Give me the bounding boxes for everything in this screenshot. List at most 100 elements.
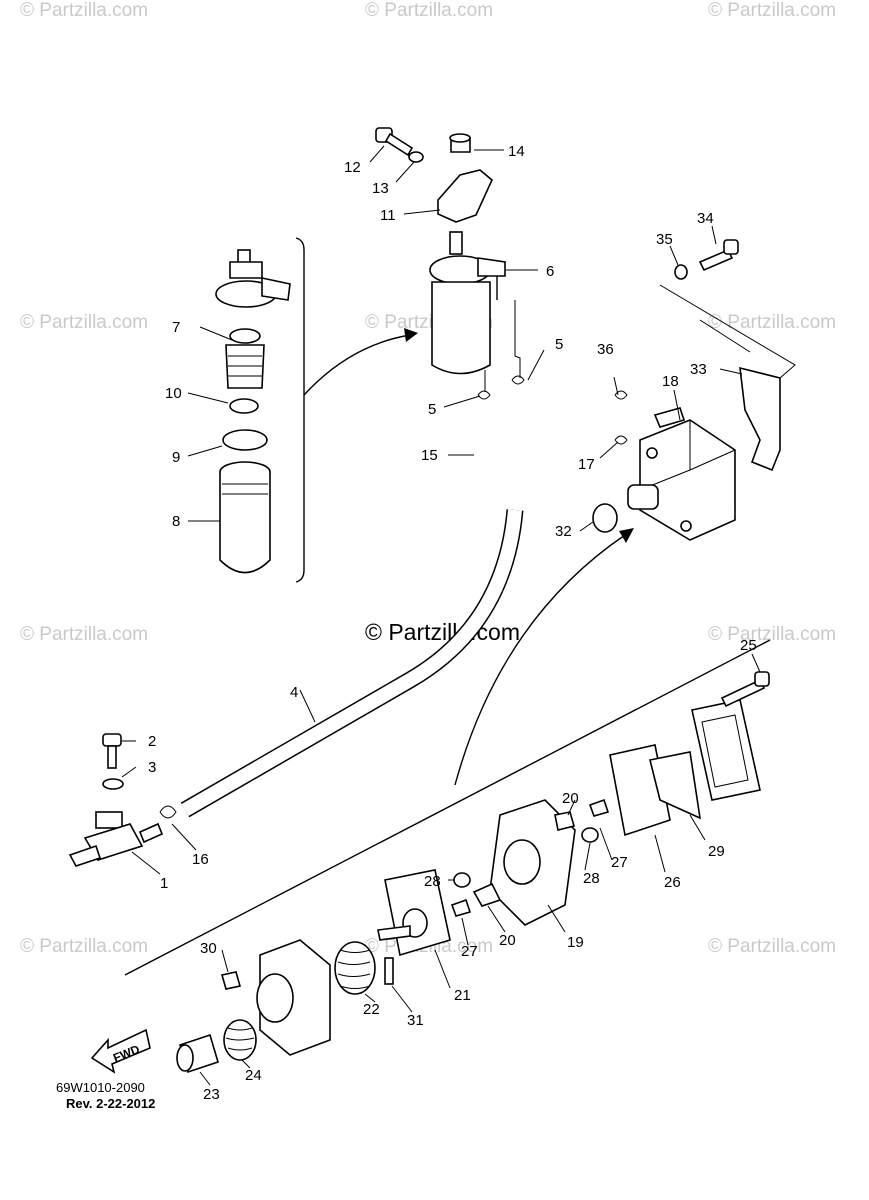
watermark: © Partzilla.com [365, 0, 493, 21]
valve-part-20 [472, 882, 502, 907]
callout-35: 35 [656, 231, 673, 248]
detail-arrow-top [303, 334, 411, 396]
pump-body-part-19 [489, 799, 576, 926]
filter-head-detail [215, 249, 291, 308]
fwd-arrow-icon: FWD [90, 1028, 151, 1074]
arrowhead-top [404, 328, 418, 342]
screw-part-27 [450, 898, 472, 917]
bracket-part-11 [437, 169, 493, 223]
callout-2: 2 [148, 733, 156, 750]
washer-part-28 [453, 872, 471, 888]
callout-19: 19 [567, 934, 584, 951]
watermark: © Partzilla.com [20, 312, 148, 333]
gasket-flap-part-29 [649, 751, 702, 820]
callout-20: 20 [562, 790, 579, 807]
arrowhead-pump [619, 528, 634, 543]
callout-25: 25 [740, 637, 757, 654]
bracket-part-33 [739, 366, 781, 472]
connector-part-1 [68, 811, 164, 867]
fuel-pump-part-18 [627, 407, 736, 541]
callout-26: 26 [664, 874, 681, 891]
callout-30: 30 [200, 940, 217, 957]
watermark: © Partzilla.com [708, 936, 836, 957]
filter-outlet-lines [484, 300, 521, 392]
leader-bracket-33 [659, 284, 796, 379]
callout-29: 29 [708, 843, 725, 860]
bolt-part-25 [720, 671, 770, 708]
callout-15: 15 [421, 447, 438, 464]
o-ring-part-9 [222, 429, 268, 451]
nut-part-30 [220, 971, 242, 990]
hose-part-15-inner [469, 399, 601, 521]
watermark: © Partzilla.com [708, 312, 836, 333]
element-part-7 [225, 328, 265, 389]
callout-27: 27 [461, 943, 478, 960]
pump-cover-part-30 [256, 939, 331, 1056]
callout-18: 18 [662, 373, 679, 390]
nut-part-14 [449, 133, 471, 153]
fuel-filter-part-6 [429, 231, 506, 375]
assembly-divider-line [124, 639, 771, 976]
callout-5: 5 [555, 336, 563, 353]
watermark: © Partzilla.com [20, 624, 148, 645]
ring-part-10 [229, 398, 259, 414]
pin-part-31 [384, 957, 394, 985]
callout-28: 28 [424, 873, 441, 890]
filter-cup-part-8 [219, 461, 271, 574]
bolt-part-12 [375, 127, 414, 157]
callout-36: 36 [597, 341, 614, 358]
clip-part-5 [511, 375, 525, 385]
o-ring-part-32 [592, 503, 618, 533]
callout-5: 5 [428, 401, 436, 418]
spring-part-24 [223, 1019, 257, 1061]
revision-date: Rev. 2-22-2012 [66, 1096, 155, 1111]
bolt-part-34 [698, 239, 739, 272]
washer-part-35 [674, 264, 688, 280]
washer-part-3 [102, 778, 124, 790]
screw-part-27 [588, 798, 610, 817]
watermark: © Partzilla.com [708, 624, 836, 645]
watermark: © Partzilla.com [708, 0, 836, 21]
callout-16: 16 [192, 851, 209, 868]
leader-lines [121, 145, 761, 1086]
callout-7: 7 [172, 319, 180, 336]
callout-32: 32 [555, 523, 572, 540]
callout-33: 33 [690, 361, 707, 378]
callout-10: 10 [165, 385, 182, 402]
watermark: © Partzilla.com [20, 936, 148, 957]
callout-27: 27 [611, 854, 628, 871]
hose-part-15-inner [500, 405, 521, 508]
callout-11: 11 [380, 207, 396, 224]
callout-8: 8 [172, 513, 180, 530]
valve-part-20 [554, 811, 575, 831]
clip-part-5 [477, 390, 491, 400]
callout-23: 23 [203, 1086, 220, 1103]
clip-part-36 [614, 390, 628, 400]
plunger-part-23 [176, 1033, 219, 1074]
clip-part-17 [614, 435, 628, 445]
callout-24: 24 [245, 1067, 262, 1084]
callouts: 12 13 14 11 6 7 10 9 8 5 5 15 36 17 18 3… [148, 143, 757, 1103]
washer-part-13 [408, 151, 424, 163]
callout-13: 13 [372, 180, 389, 197]
callout-28: 28 [583, 870, 600, 887]
diagram-code: 69W1010-2090 [56, 1080, 145, 1095]
watermark: © Partzilla.com [20, 0, 148, 21]
detail-bracket [295, 237, 305, 583]
clip-part-16 [159, 805, 177, 819]
spring-part-22 [334, 941, 376, 995]
fuel-line-part-4-inner [181, 509, 522, 817]
callout-20: 20 [499, 932, 516, 949]
callout-3: 3 [148, 759, 156, 776]
callout-4: 4 [290, 684, 298, 701]
center-watermark: © Partzilla.com [365, 619, 520, 645]
callout-22: 22 [363, 1001, 380, 1018]
callout-17: 17 [578, 456, 595, 473]
callout-9: 9 [172, 449, 180, 466]
callout-31: 31 [407, 1012, 424, 1029]
washer-part-28 [581, 827, 599, 843]
callout-21: 21 [454, 987, 471, 1004]
watermarks: © Partzilla.com © Partzilla.com © Partzi… [20, 0, 836, 957]
callout-6: 6 [546, 263, 554, 280]
